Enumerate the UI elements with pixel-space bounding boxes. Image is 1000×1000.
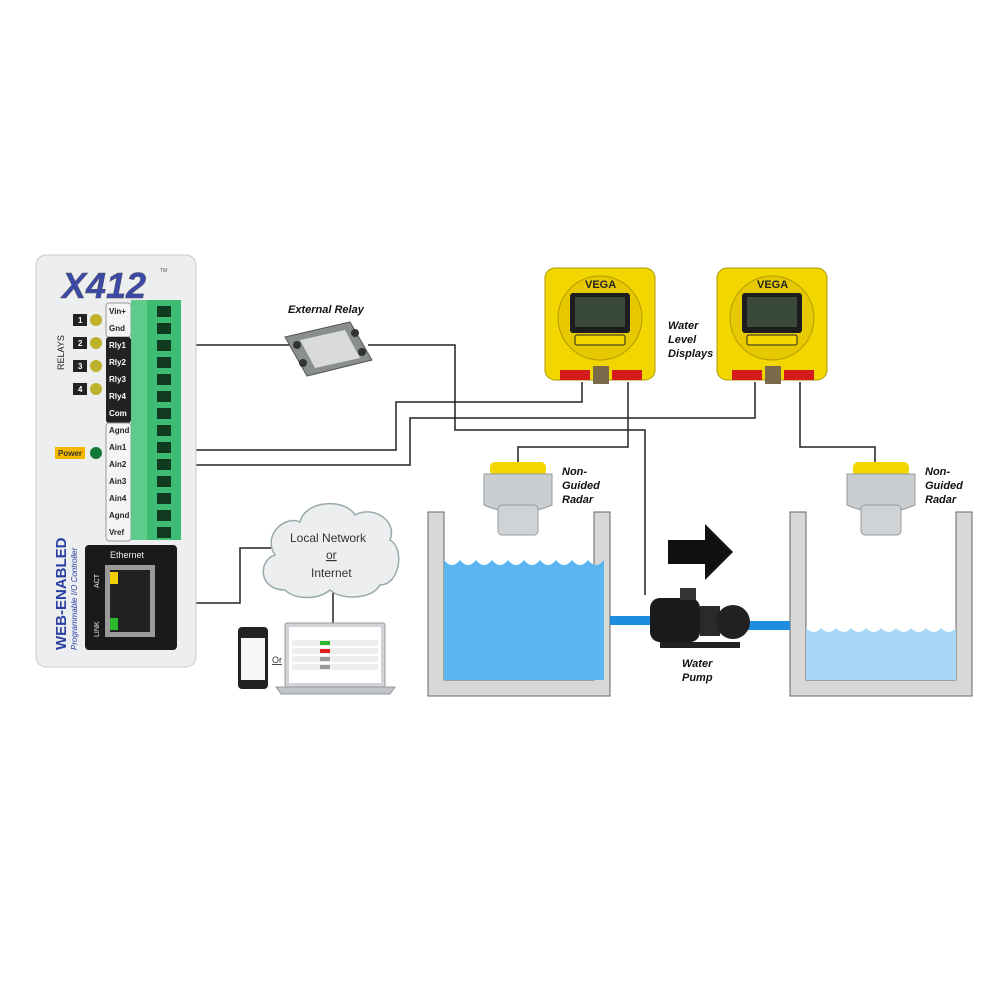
displays-label: Water Level Displays [668, 320, 713, 360]
vega-logo: VEGA [757, 279, 788, 291]
terminal-screw[interactable] [157, 357, 171, 368]
ethernet-label: Ethernet [110, 550, 145, 560]
x412-controller: X412 TM RELAYS 1 2 3 4 Vin+ GndRly1Rly2Rl… [35, 254, 197, 668]
radar-label-2: Non- Guided Radar [925, 466, 963, 506]
terminal-label: Ain2 [109, 460, 127, 469]
wire-display2-radar2 [799, 382, 876, 462]
terminal-screw[interactable] [157, 527, 171, 538]
water-level-display-2: VEGA [716, 267, 828, 384]
terminal-label: Rly2 [109, 358, 126, 367]
wire-ain1-display1 [170, 382, 583, 451]
terminal-screw[interactable] [157, 391, 171, 402]
network-cloud: Local Network or Internet [262, 503, 400, 599]
label-line: Level [668, 334, 697, 346]
smartphone [238, 627, 268, 689]
terminal-screw[interactable] [157, 425, 171, 436]
wire-ain2-display2 [170, 382, 756, 466]
terminal-label: Ain1 [109, 443, 127, 452]
or-label: Or [272, 655, 282, 665]
cloud-line-1: Local Network [290, 531, 367, 545]
terminal-screw[interactable] [157, 374, 171, 385]
terminal-screw[interactable] [157, 442, 171, 453]
relays-label: RELAYS [56, 335, 66, 370]
label-line: Non- [562, 466, 587, 478]
terminal-screw[interactable] [157, 408, 171, 419]
terminal-label: Rly4 [109, 392, 126, 401]
terminal-screw[interactable] [157, 493, 171, 504]
label-line: Displays [668, 348, 713, 360]
terminal-label: Agnd [109, 426, 130, 435]
label-line: Radar [925, 494, 957, 506]
act-label: ACT [94, 573, 101, 588]
label-line: Water [682, 658, 713, 670]
external-relay-label: External Relay [288, 304, 365, 316]
terminal-screw[interactable] [157, 459, 171, 470]
act-led [110, 572, 118, 584]
terminal-label: Gnd [109, 324, 125, 333]
pump-label: Water Pump [682, 658, 713, 684]
wire-ethernet-cloud [160, 547, 272, 604]
terminal-screw[interactable] [157, 306, 171, 317]
tank-right [789, 511, 973, 697]
pipe-outlet [745, 621, 790, 630]
terminal-screws [157, 306, 171, 538]
cloud-line-3: Internet [311, 566, 352, 580]
wire-display1-radar1 [517, 382, 629, 462]
trademark: TM [160, 268, 167, 274]
side-title: WEB-ENABLED [53, 537, 70, 650]
terminal-label: Vref [109, 528, 124, 537]
terminal-screw[interactable] [157, 340, 171, 351]
link-led [110, 618, 118, 630]
radar-label-1: Non- Guided Radar [562, 466, 600, 506]
terminal-label: Com [109, 409, 127, 418]
label-line: Guided [562, 480, 600, 492]
wire-relay-pump [368, 344, 646, 595]
label-line: Non- [925, 466, 950, 478]
label-line: Pump [682, 672, 713, 684]
terminal-label: Ain3 [109, 477, 127, 486]
flow-arrow-icon [668, 524, 733, 580]
terminal-screw[interactable] [157, 476, 171, 487]
terminal-screw[interactable] [157, 510, 171, 521]
terminal-labels: Vin+GndRly1Rly2Rly3Rly4ComAgndAin1Ain2Ai… [109, 307, 130, 537]
power-led [90, 447, 102, 459]
link-label: LINK [94, 621, 101, 637]
power-label: Power [58, 449, 82, 458]
label-line: Radar [562, 494, 594, 506]
cloud-line-2: or [326, 548, 337, 562]
pipe-inlet [610, 616, 655, 625]
label-line: Water [668, 320, 699, 332]
water-level-display-1: VEGA [544, 267, 656, 384]
relay-number: 1 [78, 316, 83, 325]
terminal-label: Vin+ [109, 307, 126, 316]
laptop [275, 622, 396, 695]
brand-logo: X412 [60, 265, 146, 306]
tank-left [427, 511, 611, 697]
terminal-label: Rly1 [109, 341, 126, 350]
radar-sensor-2 [846, 462, 916, 536]
relay-number: 3 [78, 362, 83, 371]
water-pump [650, 588, 750, 648]
terminal-label: Ain4 [109, 494, 127, 503]
wires [160, 344, 876, 623]
external-relay: External Relay [284, 304, 373, 377]
relay-indicators: 1 2 3 4 [73, 314, 102, 395]
side-subtitle: Programmable I/O Controller [70, 547, 79, 650]
relay-number: 4 [78, 385, 83, 394]
terminal-label: Agnd [109, 511, 130, 520]
vega-logo: VEGA [585, 279, 616, 291]
relay-number: 2 [78, 339, 83, 348]
label-line: Guided [925, 480, 963, 492]
terminal-screw[interactable] [157, 323, 171, 334]
radar-sensor-1 [483, 462, 553, 536]
terminal-label: Rly3 [109, 375, 126, 384]
